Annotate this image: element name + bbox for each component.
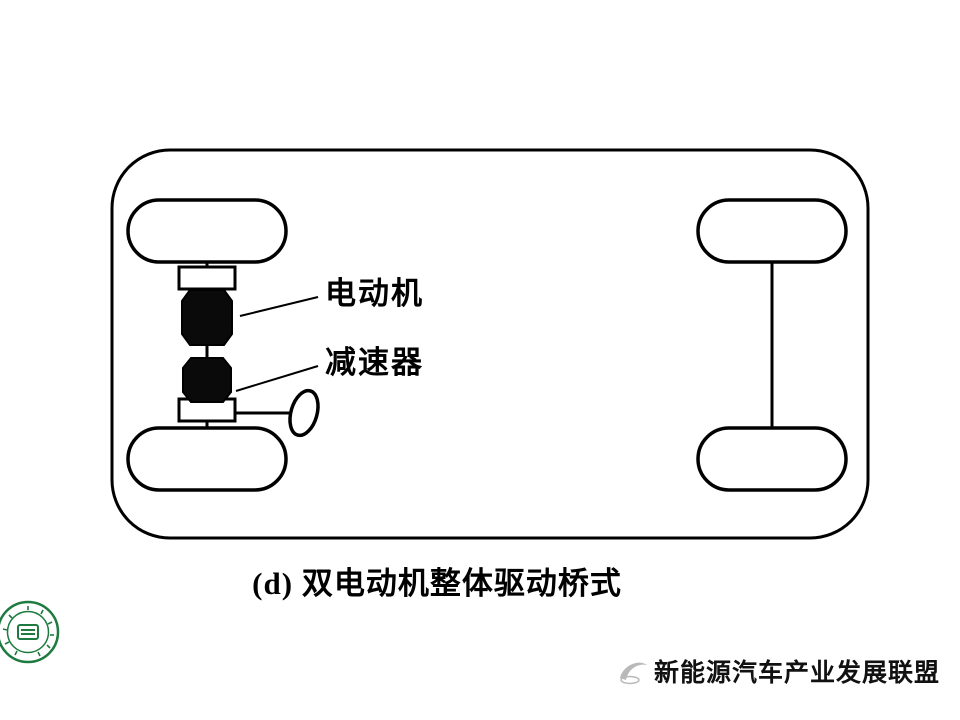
diagram-caption: (d) 双电动机整体驱动桥式: [252, 566, 622, 601]
motor-shape: [181, 289, 233, 346]
seal-rim-marks: [2, 606, 54, 657]
reducer-shape: [182, 357, 232, 403]
car-swoosh-icon: [619, 662, 647, 685]
motor-label: 电动机: [325, 276, 424, 311]
footer-brand: 新能源汽车产业发展联盟: [616, 653, 940, 689]
steering-wheel-icon: [288, 388, 320, 438]
green-circular-seal-icon: [0, 600, 60, 664]
swoosh-base: [620, 675, 640, 685]
vehicle-body-outline: [110, 148, 870, 540]
seal-outer-ring: [0, 600, 60, 664]
wheel-rear-left: [126, 426, 288, 492]
coupling-top: [177, 265, 237, 291]
alliance-name: 新能源汽车产业发展联盟: [653, 660, 940, 687]
seal-center-emblem: [17, 624, 39, 640]
reducer-label: 减速器: [325, 345, 424, 380]
motor-leader-line: [239, 296, 319, 317]
seal-inner-ring: [6, 610, 50, 654]
reducer-leader-line: [235, 365, 319, 392]
wheel-front-left: [126, 198, 288, 264]
wheel-front-right: [696, 198, 848, 264]
swoosh-shape: [619, 662, 647, 680]
wheel-rear-right: [696, 426, 848, 492]
